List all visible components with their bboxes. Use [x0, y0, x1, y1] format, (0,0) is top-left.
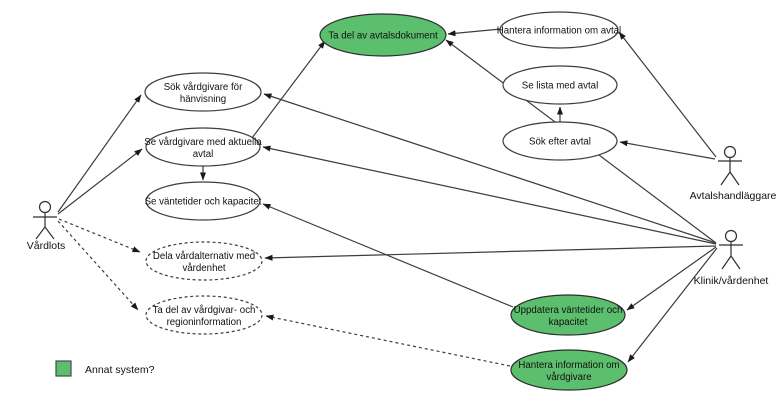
svg-text:Se vårdgivare med aktuella: Se vårdgivare med aktuella [144, 137, 262, 148]
edge-hantera-vardgivare-to-ta-del-av-vardgivarinfo [265, 314, 511, 367]
usecase-sok-vardgivare-for-hanvisning: Sök vårdgivare för hänvisning [144, 72, 262, 112]
svg-text:Hantera information om avtal: Hantera information om avtal [497, 26, 621, 37]
svg-text:kapacitet: kapacitet [549, 317, 588, 328]
svg-text:vårdenhet: vårdenhet [182, 263, 225, 274]
edge-vardlots-to-sok-vardgivare [57, 94, 142, 213]
svg-text:Ta del av avtalsdokument: Ta del av avtalsdokument [328, 31, 438, 42]
svg-text:Ta del av vårdgivar- och: Ta del av vårdgivar- och [153, 305, 256, 316]
legend-color-swatch [55, 360, 72, 377]
svg-text:Se lista med avtal: Se lista med avtal [522, 81, 598, 92]
edge-klinik-to-dela-vardalternativ [264, 245, 717, 261]
svg-text:vårdgivare: vårdgivare [546, 372, 591, 383]
svg-text:Klinik/vårdenhet: Klinik/vårdenhet [694, 275, 769, 287]
svg-text:avtal: avtal [193, 149, 213, 160]
usecase-ta-del-av-vardgivar-och-regioninformation: Ta del av vårdgivar- och regioninformati… [145, 295, 263, 335]
legend-label: Annat system? [85, 364, 155, 376]
edge-vardlots-to-ta-del-av-vardgivarinfo [57, 220, 139, 311]
person-icon [718, 145, 742, 186]
edge-hantera-avtal-to-ta-del-avtalsdokument [447, 28, 502, 37]
edge-vardlots-to-dela-vardalternativ [58, 218, 141, 253]
edge-uppdatera-to-se-vantetider [262, 203, 514, 308]
usecase-hantera-information-om-vardgivare: Hantera information om vårdgivare [510, 349, 628, 391]
edge-se-vardgivare-to-ta-del-avtalsdokument [251, 40, 326, 139]
usecase-uppdatera-vantetider-och-kapacitet: Uppdatera väntetider och kapacitet [510, 294, 626, 336]
edge-avtalshandlaggare-to-sok-efter-avtal [619, 140, 716, 160]
legend: Annat system? [55, 360, 155, 377]
usecase-dela-vardalternativ-med-vardenhet: Dela vårdalternativ med vårdenhet [145, 241, 263, 281]
usecase-hantera-information-om-avtal: Hantera information om avtal [497, 11, 621, 49]
edge-klinik-to-hantera-vardgivare [627, 247, 718, 363]
svg-text:Se väntetider och kapacitet: Se väntetider och kapacitet [145, 197, 262, 208]
svg-text:hänvisning: hänvisning [180, 94, 226, 105]
edges [57, 28, 718, 367]
svg-text:Hantera information om: Hantera information om [518, 360, 619, 371]
svg-text:Vårdlots: Vårdlots [27, 240, 66, 252]
edge-klinik-to-se-vardgivare [262, 145, 717, 245]
person-icon [33, 200, 57, 240]
person-icon [719, 229, 743, 270]
edge-klinik-to-uppdatera-vantetider [626, 246, 717, 311]
svg-text:Dela vårdalternativ med: Dela vårdalternativ med [153, 251, 255, 262]
usecase-se-vardgivare-med-aktuella-avtal: Se vårdgivare med aktuella avtal [144, 127, 262, 167]
usecase-ta-del-av-avtalsdokument: Ta del av avtalsdokument [319, 13, 447, 57]
svg-text:Sök efter avtal: Sök efter avtal [529, 137, 591, 148]
actor-klinik-vardenhet: Klinik/vårdenhet [694, 229, 769, 287]
edge-vardlots-to-se-vardgivare [57, 148, 143, 215]
svg-text:Avtalshandläggare: Avtalshandläggare [690, 190, 777, 202]
usecase-se-vantetider-och-kapacitet: Se väntetider och kapacitet [145, 181, 262, 221]
svg-text:Sök vårdgivare för: Sök vårdgivare för [164, 82, 243, 93]
usecases: Ta del av avtalsdokument Hantera informa… [144, 11, 628, 391]
svg-text:Uppdatera väntetider och: Uppdatera väntetider och [514, 305, 623, 316]
usecase-sok-efter-avtal: Sök efter avtal [502, 121, 618, 161]
actor-vardlots: Vårdlots [27, 200, 66, 252]
actor-avtalshandlaggare: Avtalshandläggare [690, 145, 777, 202]
edge-avtalshandlaggare-to-hantera-avtal [618, 31, 717, 158]
svg-text:regioninformation: regioninformation [167, 317, 242, 328]
edge-klinik-to-sok-vardgivare [263, 93, 717, 244]
usecase-se-lista-med-avtal: Se lista med avtal [502, 65, 618, 105]
